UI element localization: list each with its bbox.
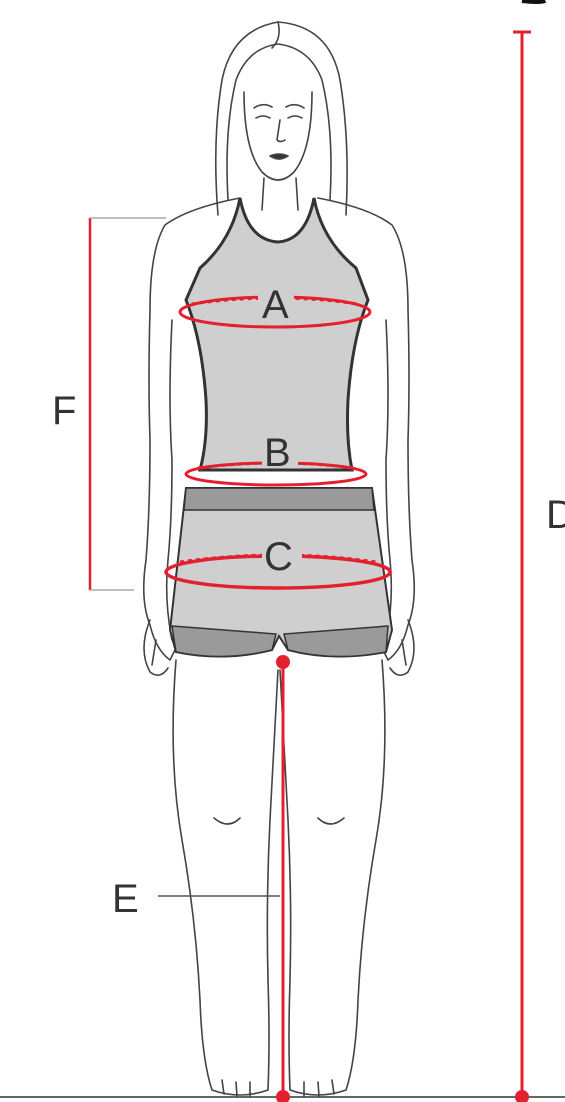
right-leg — [280, 660, 385, 1095]
label-d: D — [546, 493, 565, 537]
eyebrows — [254, 105, 304, 108]
label-a: A — [262, 283, 289, 327]
label-e: E — [112, 877, 139, 921]
left-arm-inner — [167, 320, 172, 640]
height-bottom-dot — [515, 1090, 529, 1102]
eyes — [256, 116, 302, 118]
label-b: B — [264, 431, 291, 475]
shorts-waistband — [184, 488, 374, 510]
right-hand — [390, 620, 414, 675]
measure-d-height: D — [513, 32, 565, 1102]
knee-marks — [214, 818, 344, 824]
mouth — [270, 154, 288, 159]
neck — [262, 178, 298, 210]
nose — [277, 120, 285, 142]
label-f: F — [52, 389, 76, 433]
left-hand — [144, 620, 168, 675]
left-leg — [173, 660, 278, 1095]
inseam-bottom-dot — [276, 1090, 290, 1102]
hair-outline — [216, 22, 347, 215]
cropped-heading-glyph — [522, 0, 545, 1]
halter-top — [186, 198, 368, 470]
inseam-top-dot — [276, 655, 290, 669]
measure-e-inseam: E — [112, 655, 290, 1102]
label-c: C — [264, 535, 293, 579]
